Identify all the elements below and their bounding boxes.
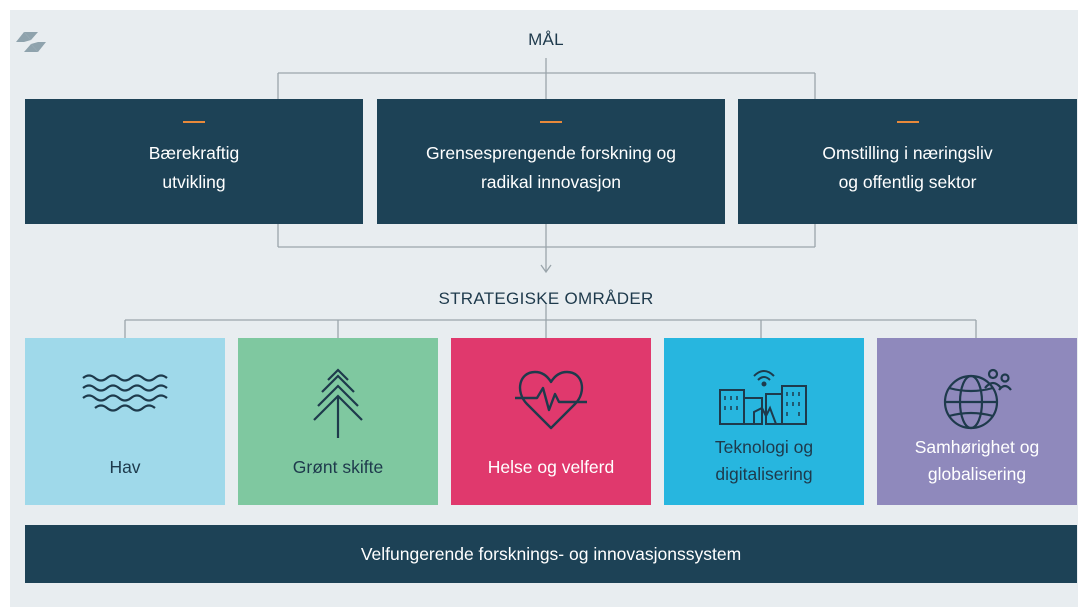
goal-accent-dash xyxy=(896,120,919,123)
goal-box-1: Bærekraftig utvikling xyxy=(25,99,363,224)
goal-label: Omstilling i næringsliv og offentlig sek… xyxy=(822,142,993,192)
goal-accent-dash xyxy=(183,120,205,123)
area-teknologi-og-digitalisering: Teknologi og digitalisering xyxy=(664,338,864,505)
area-hav: Hav xyxy=(25,338,225,505)
area-gront-skifte: Grønt skifte xyxy=(238,338,438,505)
diagram-canvas: MÅL Bærekraftig utvikling Grensesprengen… xyxy=(10,10,1078,607)
area-label: Teknologi og digitalisering xyxy=(714,437,814,484)
organization-logo xyxy=(16,32,46,52)
connector-lines xyxy=(124,58,977,338)
goal-accent-dash xyxy=(540,120,562,123)
globe-people-icon xyxy=(943,368,1012,430)
foundation-bar: Velfungerende forsknings- og innovasjons… xyxy=(25,525,1077,583)
area-label: Grønt skifte xyxy=(292,457,384,477)
goal-box-2: Grensesprengende forskning og radikal in… xyxy=(377,99,725,224)
smart-city-icon xyxy=(719,370,807,425)
tree-icon xyxy=(313,368,363,438)
goals-title: MÅL xyxy=(528,30,564,49)
area-helse-og-velferd: Helse og velferd xyxy=(451,338,651,505)
goal-label: Bærekraftig utvikling xyxy=(148,142,240,192)
goal-box-3: Omstilling i næringsliv og offentlig sek… xyxy=(738,99,1077,224)
area-label: Samhørighet og globalisering xyxy=(914,437,1040,484)
foundation-label: Velfungerende forsknings- og innovasjons… xyxy=(360,543,742,564)
area-label: Hav xyxy=(109,457,141,477)
area-label: Helse og velferd xyxy=(487,457,615,477)
strategic-areas-title: STRATEGISKE OMRÅDER xyxy=(438,289,654,308)
area-samhorighet-og-globalisering: Samhørighet og globalisering xyxy=(877,338,1077,505)
goal-label: Grensesprengende forskning og radikal in… xyxy=(425,142,677,192)
waves-icon xyxy=(82,374,168,412)
heartbeat-icon xyxy=(515,370,587,430)
